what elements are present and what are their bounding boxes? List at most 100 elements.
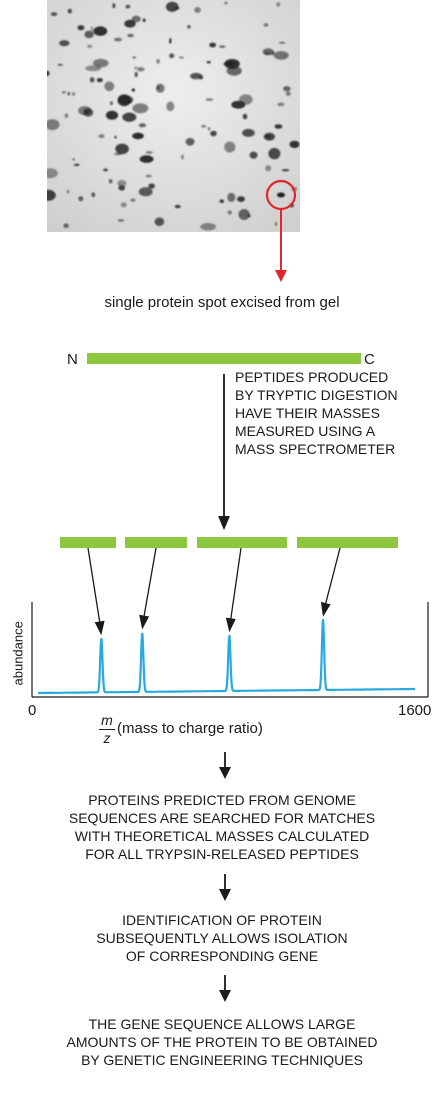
gel-spot [73, 163, 80, 166]
gel-spot [205, 98, 214, 101]
gel-spot [78, 196, 84, 202]
gel-spot [77, 25, 85, 31]
excision-arrowhead [275, 270, 287, 282]
gel-spot [154, 217, 165, 226]
gel-spot [47, 168, 58, 179]
gel-spot [132, 103, 149, 114]
spectrum-trace [37, 618, 416, 695]
peak-pointer-arrowhead [225, 617, 236, 633]
gel-image [47, 0, 300, 232]
gel-spot [274, 222, 277, 226]
gel-spot [174, 204, 181, 209]
gel-spot [127, 33, 134, 38]
gel-spot [226, 61, 235, 66]
gel-spot [283, 86, 291, 92]
gel-highlight [265, 179, 297, 282]
gel-spot [47, 189, 56, 201]
gel-spot [98, 134, 105, 139]
step-identification: IDENTIFICATION OF PROTEIN SUBSEQUENTLY A… [96, 912, 348, 964]
gel-spot [179, 56, 184, 59]
gel-spot [62, 91, 66, 94]
gel-spot [268, 147, 281, 160]
gel-spot [227, 192, 236, 202]
gel-spot [207, 127, 211, 131]
gel-spot [200, 222, 217, 231]
gel-spot [265, 165, 272, 172]
peak-pointer-arrowhead [139, 614, 150, 630]
gel-spot [103, 168, 109, 172]
protein-bar [87, 353, 361, 364]
gel-spot [148, 183, 155, 189]
gel-spot [219, 45, 226, 48]
gel-spot [194, 7, 201, 13]
gel-spot [120, 202, 127, 208]
peak-pointer-arrowhead [94, 620, 105, 636]
gel-spot [67, 8, 72, 14]
gel-spot [108, 179, 113, 184]
gel-spot [93, 26, 108, 36]
x-tick-label-max: 1600 [398, 702, 432, 719]
gel-spot [227, 210, 232, 215]
gel-spot [281, 169, 290, 172]
gel-spot [114, 37, 122, 42]
gel-spot [78, 106, 92, 116]
y-axis-label: abundance [10, 621, 26, 686]
gel-spot [157, 86, 160, 90]
gel-spot [224, 141, 236, 153]
gel-spot [224, 1, 228, 5]
gel-spot [181, 154, 184, 160]
gel-spot [84, 30, 94, 39]
gel-spot [219, 199, 224, 203]
gel-spot [273, 51, 289, 60]
gel-spot [134, 66, 138, 70]
step-arrow-2 [219, 874, 231, 901]
gel-spot [209, 42, 217, 48]
gel-spot [109, 101, 113, 106]
gel-spot [206, 61, 211, 64]
gel-spot [59, 40, 70, 47]
gel-spot [138, 123, 147, 128]
gel-spot [155, 83, 165, 93]
gel-spot [71, 92, 76, 96]
gel-spot [93, 58, 109, 68]
gel-spot [139, 155, 154, 163]
gel-spot [117, 179, 127, 187]
gel-spot [187, 24, 191, 29]
x-axis-label: (mass to charge ratio) [117, 720, 263, 737]
gel-spot [289, 140, 300, 149]
digestion-note: PEPTIDES PRODUCED BY TRYPTIC DIGESTION H… [235, 369, 398, 457]
gel-spot [47, 119, 60, 131]
gel-spot [47, 70, 50, 76]
gel-spot [89, 77, 95, 83]
gel-spot [238, 209, 250, 220]
peak-pointer-line [87, 548, 102, 633]
gel-spot [166, 101, 175, 112]
peptide-fragment-1 [60, 537, 116, 548]
step-genome-search: PROTEINS PREDICTED FROM GENOME SEQUENCES… [68, 792, 376, 862]
gel-spot [115, 143, 129, 155]
gel-spot [72, 158, 75, 161]
gel-spot [132, 132, 144, 140]
digestion-arrow [218, 374, 230, 530]
gel-spot [142, 18, 146, 23]
gel-spot [131, 15, 141, 23]
n-terminus-label: N [67, 351, 78, 368]
gel-spot [63, 223, 69, 228]
excised-spot-circle [265, 179, 297, 211]
x-axis-fraction: m z [99, 713, 115, 746]
gel-spot [87, 44, 93, 49]
peak-pointer-arrowhead [320, 601, 331, 617]
step-genetic-engineering: THE GENE SEQUENCE ALLOWS LARGE AMOUNTS O… [66, 1016, 378, 1068]
gel-spot [242, 113, 248, 120]
step-arrow-3 [219, 975, 231, 1002]
gel-spot [118, 95, 134, 105]
gel-spot [134, 71, 138, 78]
gel-spot [124, 19, 136, 28]
gel-spot [114, 135, 117, 139]
gel-spot [249, 151, 258, 159]
excised-spot [277, 192, 285, 198]
fraction-numerator: m [101, 712, 113, 728]
gel-spot [104, 81, 115, 92]
gel-spot [145, 151, 153, 154]
gel-spot [242, 128, 255, 137]
